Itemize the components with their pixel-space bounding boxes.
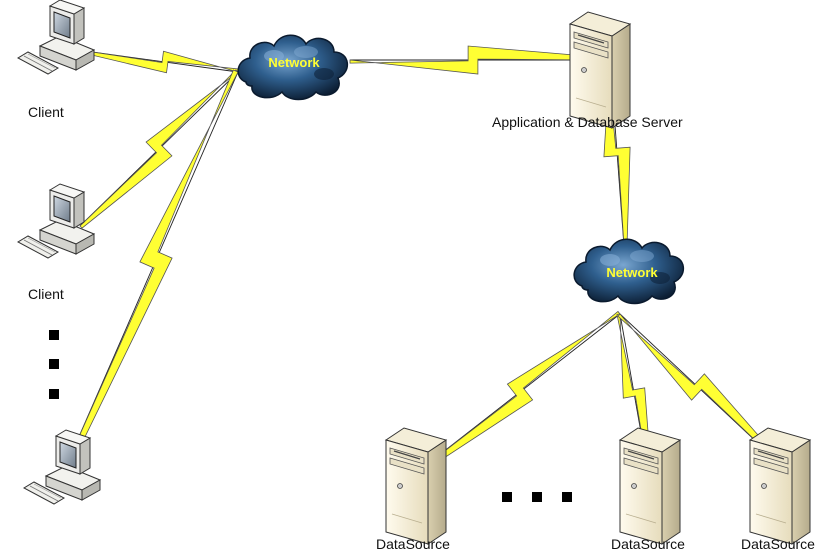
network-cloud-top: Network bbox=[237, 34, 349, 101]
datasource-server-1 bbox=[385, 427, 447, 545]
desktop-computer-icon bbox=[17, 0, 95, 75]
lightning-link bbox=[73, 69, 239, 451]
lightning-link bbox=[79, 69, 239, 229]
datasource-label-2: DataSource bbox=[611, 536, 685, 552]
client-label-2: Client bbox=[28, 286, 64, 302]
client-computer-3 bbox=[23, 429, 101, 505]
tower-server-icon bbox=[749, 427, 811, 545]
desktop-computer-icon bbox=[17, 183, 95, 259]
datasource-label-3: DataSource bbox=[741, 536, 815, 552]
server-label: Application & Database Server bbox=[492, 114, 683, 130]
tower-server-icon bbox=[619, 427, 681, 545]
desktop-computer-icon bbox=[23, 429, 101, 505]
network-label-top: Network bbox=[268, 55, 320, 70]
client-computer-2 bbox=[17, 183, 95, 259]
network-label-bottom: Network bbox=[606, 265, 658, 280]
lightning-link bbox=[91, 50, 239, 74]
tower-server-icon bbox=[385, 427, 447, 545]
network-cloud-bottom: Network bbox=[573, 238, 685, 305]
datasource-server-2 bbox=[619, 427, 681, 545]
client-computer-1 bbox=[17, 0, 95, 75]
tower-server-icon bbox=[569, 11, 631, 129]
client-label-1: Client bbox=[28, 104, 64, 120]
lightning-link bbox=[419, 310, 621, 474]
application-database-server bbox=[569, 11, 631, 129]
datasource-label-1: DataSource bbox=[376, 536, 450, 552]
datasource-server-3 bbox=[749, 427, 811, 545]
horizontal-ellipsis bbox=[502, 492, 572, 502]
vertical-ellipsis bbox=[49, 330, 59, 399]
